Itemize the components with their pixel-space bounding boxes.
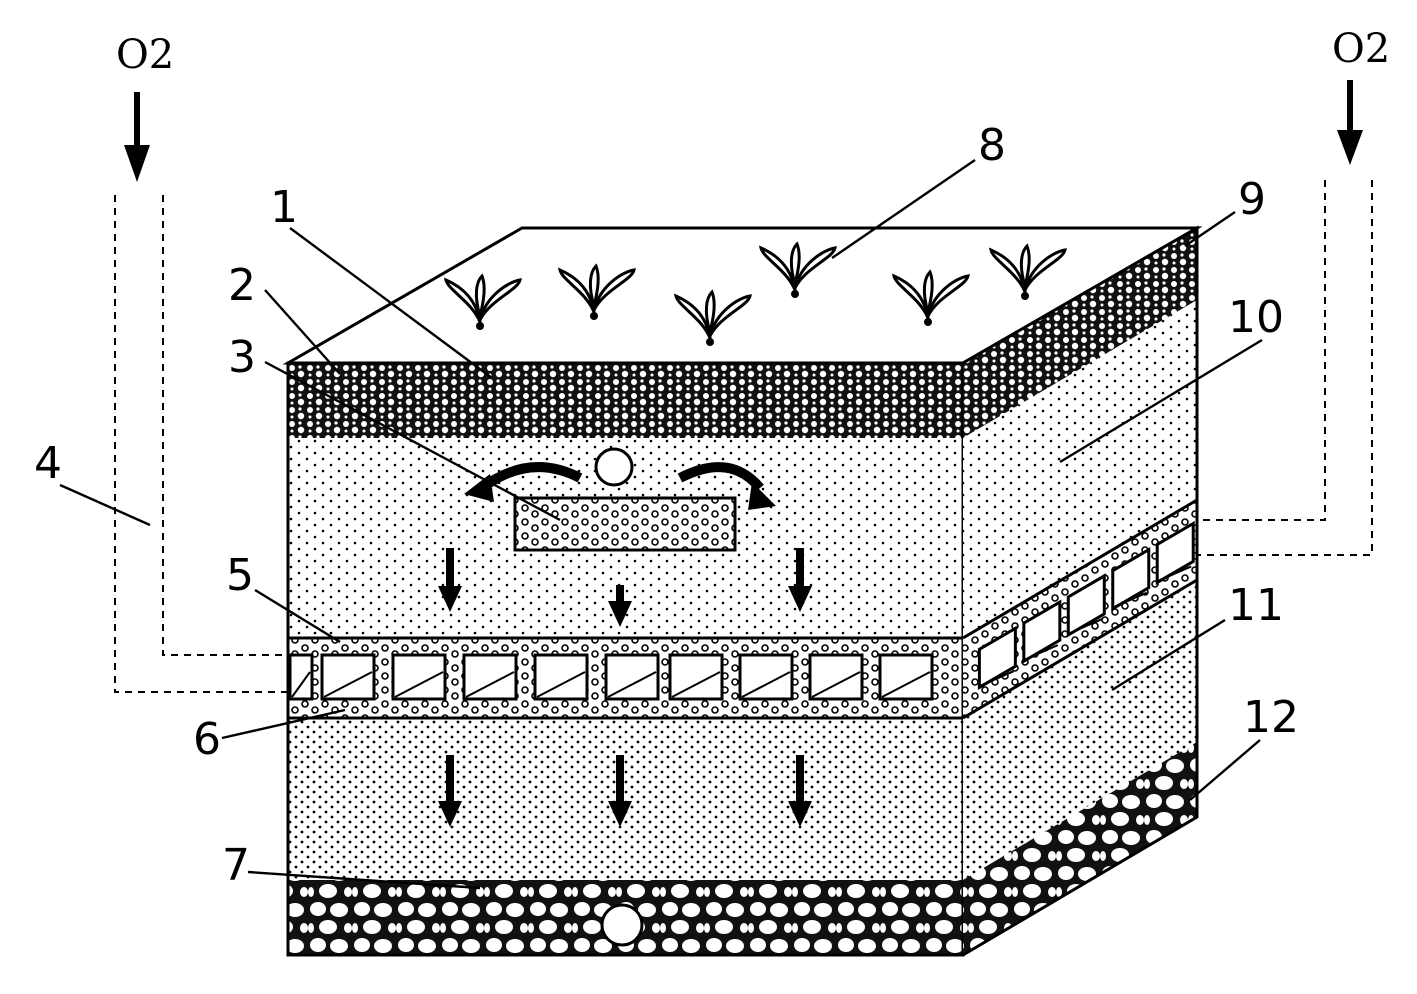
label-9: 9: [1238, 174, 1266, 225]
distribution-tray: [513, 496, 737, 552]
pipe-cell-side: [1066, 573, 1106, 638]
oxygen-label-left: O2: [116, 32, 174, 78]
pipe-cell: [391, 653, 447, 701]
oxygen-arrow-left: [124, 92, 150, 182]
flow-arrow: [788, 548, 812, 612]
overflow-arrow-left: [479, 462, 583, 493]
granular-top-layer-side: [963, 228, 1197, 438]
downward-flow-arrows: [438, 548, 812, 827]
pipe-cell: [668, 653, 724, 701]
flow-arrow: [438, 548, 462, 612]
plant: [557, 263, 636, 320]
flow-arrow: [608, 755, 632, 827]
plant: [443, 273, 522, 330]
overflow-arrow-right: [677, 462, 764, 492]
air-duct-right-outer: [1197, 180, 1373, 556]
label-3: 3: [228, 332, 256, 383]
plants: [443, 241, 1067, 346]
label-10: 10: [1228, 292, 1284, 343]
label-2: 2: [228, 260, 256, 311]
perforated-pipes-front: [288, 653, 934, 701]
plant: [673, 289, 752, 346]
gravel-bottom-layer-side: [963, 742, 1197, 955]
plant: [988, 243, 1067, 300]
oxygen-arrow-right: [1337, 80, 1363, 165]
plant: [758, 241, 837, 298]
oxygen-label-right: O2: [1332, 26, 1390, 72]
label-5: 5: [226, 550, 254, 601]
label-6: 6: [193, 714, 221, 765]
plant: [891, 269, 970, 326]
pipe-cell: [604, 653, 660, 701]
upper-soil-layer-side: [963, 300, 1197, 638]
granular-top-layer-front: [288, 363, 963, 438]
label-12: 12: [1243, 692, 1299, 743]
pipe-cell-side: [977, 625, 1017, 690]
label-11: 11: [1228, 580, 1284, 631]
pipe-cell: [808, 653, 864, 701]
air-duct-right-inner: [1197, 180, 1326, 521]
flow-arrow: [438, 755, 462, 827]
pipe-cell-side: [1155, 520, 1195, 586]
pipe-cell: [738, 653, 794, 701]
flow-arrow: [608, 585, 632, 627]
outlet-pipe-circle: [600, 903, 644, 947]
pipe-cell-side: [1022, 599, 1062, 664]
label-8: 8: [978, 120, 1006, 171]
perforated-pipes-side: [977, 520, 1195, 690]
pipe-cell: [533, 653, 589, 701]
label-7: 7: [222, 840, 250, 891]
lower-soil-layer-side: [963, 580, 1197, 880]
label-4: 4: [34, 438, 62, 489]
pipe-cell: [462, 653, 518, 701]
inflow-pipe-circle: [594, 447, 634, 487]
pipe-cell: [288, 653, 314, 701]
pipe-cell: [878, 653, 934, 701]
air-duct-left-inner: [162, 195, 288, 656]
air-duct-left-outer: [114, 195, 288, 693]
label-1: 1: [270, 182, 298, 233]
lower-soil-layer-front: [288, 718, 963, 880]
flow-arrow: [788, 755, 812, 827]
pipe-cell-side: [1111, 547, 1151, 612]
pipe-cell: [320, 653, 376, 701]
